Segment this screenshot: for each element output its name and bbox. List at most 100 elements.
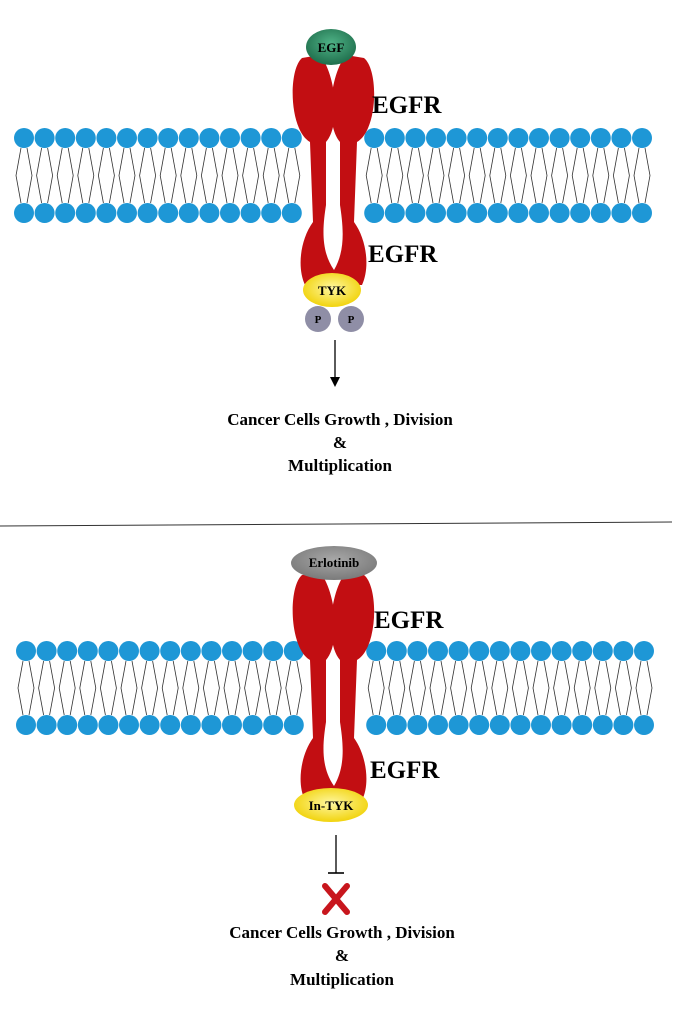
lipid-head bbox=[57, 641, 78, 661]
cell-membrane-top bbox=[14, 128, 652, 223]
lipid-head bbox=[592, 715, 613, 735]
lipid-head bbox=[75, 203, 96, 223]
top-panel: EGF EGFR EGFR TYK P P Cancer Cells Growt… bbox=[14, 29, 652, 475]
egfr-label-lower: EGFR bbox=[368, 241, 438, 268]
lipid-head bbox=[261, 203, 282, 223]
lipid-head bbox=[55, 203, 76, 223]
lipid-head bbox=[222, 715, 242, 735]
lipid-head bbox=[570, 203, 591, 223]
phosphate-right bbox=[338, 306, 364, 332]
lipid-head bbox=[551, 641, 572, 661]
lipid-head bbox=[98, 715, 119, 735]
lipid-head bbox=[529, 203, 549, 223]
receptor-left-arm bbox=[292, 55, 335, 285]
egfr-receptor-bottom bbox=[292, 572, 375, 800]
lipid-head bbox=[240, 203, 261, 223]
lipid-head bbox=[158, 203, 179, 223]
lipid-head bbox=[384, 128, 405, 148]
lipid-head bbox=[119, 715, 139, 735]
lipid-head bbox=[531, 715, 551, 735]
lipid-head bbox=[508, 128, 529, 148]
lipid-head bbox=[407, 641, 428, 661]
lipid-head bbox=[508, 203, 529, 223]
lipid-head bbox=[611, 203, 632, 223]
lipid-head bbox=[592, 641, 613, 661]
lipid-head bbox=[467, 203, 488, 223]
phosphate-label-left: P bbox=[315, 314, 322, 326]
lipid-head bbox=[158, 128, 179, 148]
lipid-head bbox=[281, 128, 302, 148]
lipid-head bbox=[14, 128, 34, 148]
lipid-head bbox=[469, 641, 490, 661]
lipid-head bbox=[386, 641, 407, 661]
cell-membrane-bottom bbox=[16, 641, 654, 735]
receptor-right-arm bbox=[331, 55, 375, 285]
lipid-head bbox=[220, 203, 240, 223]
lipid-head bbox=[446, 203, 467, 223]
lipid-head bbox=[613, 715, 634, 735]
lipid-head bbox=[139, 715, 160, 735]
lipid-head bbox=[117, 128, 137, 148]
lipid-head bbox=[487, 128, 508, 148]
lipid-head bbox=[34, 128, 55, 148]
lipid-head bbox=[180, 641, 201, 661]
lipid-head bbox=[366, 715, 387, 735]
lipid-head bbox=[55, 128, 76, 148]
egfr-label-upper: EGFR bbox=[372, 92, 442, 119]
egfr-label-upper: EGFR bbox=[374, 607, 444, 634]
lipid-head bbox=[364, 128, 385, 148]
phosphate-left bbox=[305, 306, 331, 332]
phosphate-label-right: P bbox=[348, 314, 355, 326]
lipid-head bbox=[57, 715, 78, 735]
lipid-head bbox=[220, 128, 240, 148]
lipid-head bbox=[590, 128, 611, 148]
lipid-head bbox=[242, 641, 263, 661]
lipid-head bbox=[201, 715, 222, 735]
lipid-head bbox=[510, 715, 531, 735]
lipid-head bbox=[117, 203, 137, 223]
activation-arrow bbox=[330, 340, 340, 387]
outcome-line3-top: Multiplication bbox=[288, 456, 392, 475]
erlotinib-label: Erlotinib bbox=[309, 555, 360, 570]
lipid-head bbox=[487, 203, 508, 223]
panel-divider bbox=[0, 521, 673, 527]
lipid-head bbox=[529, 128, 549, 148]
x-mark-icon bbox=[322, 883, 350, 915]
lipid-head bbox=[96, 203, 117, 223]
tyk-label: TYK bbox=[318, 283, 347, 298]
lipid-head bbox=[263, 641, 284, 661]
inhibition-symbol bbox=[328, 835, 344, 874]
lipid-head bbox=[180, 715, 201, 735]
lipid-head bbox=[634, 641, 654, 661]
lipid-head bbox=[160, 641, 181, 661]
lipid-head bbox=[34, 203, 55, 223]
lipid-head bbox=[199, 203, 220, 223]
lipid-head bbox=[384, 203, 405, 223]
lipid-head bbox=[16, 715, 36, 735]
lipid-head bbox=[405, 203, 426, 223]
egfr-label-lower: EGFR bbox=[370, 757, 440, 784]
lipid-head bbox=[98, 641, 119, 661]
in-tyk-kinase bbox=[294, 788, 368, 822]
outcome-line2-top: & bbox=[333, 433, 347, 452]
lipid-head bbox=[137, 203, 158, 223]
lipid-head bbox=[222, 641, 242, 661]
bottom-panel: Erlotinib EGFR EGFR In-TYK Cancer Cells … bbox=[16, 546, 654, 989]
receptor-left-arm bbox=[292, 572, 335, 800]
lipid-head bbox=[428, 641, 448, 661]
lipid-head bbox=[36, 641, 57, 661]
in-tyk-label: In-TYK bbox=[309, 798, 355, 813]
outcome-line3-bottom: Multiplication bbox=[290, 970, 394, 989]
lipid-head bbox=[119, 641, 139, 661]
lipid-head bbox=[428, 715, 448, 735]
lipid-head bbox=[364, 203, 385, 223]
tyk-kinase bbox=[303, 273, 361, 307]
egfr-receptor-top bbox=[292, 55, 375, 285]
lipid-head bbox=[634, 715, 654, 735]
lipid-head bbox=[572, 715, 593, 735]
lipid-head bbox=[551, 715, 572, 735]
lipid-head bbox=[242, 715, 263, 735]
lipid-head bbox=[16, 641, 36, 661]
lipid-head bbox=[448, 641, 469, 661]
